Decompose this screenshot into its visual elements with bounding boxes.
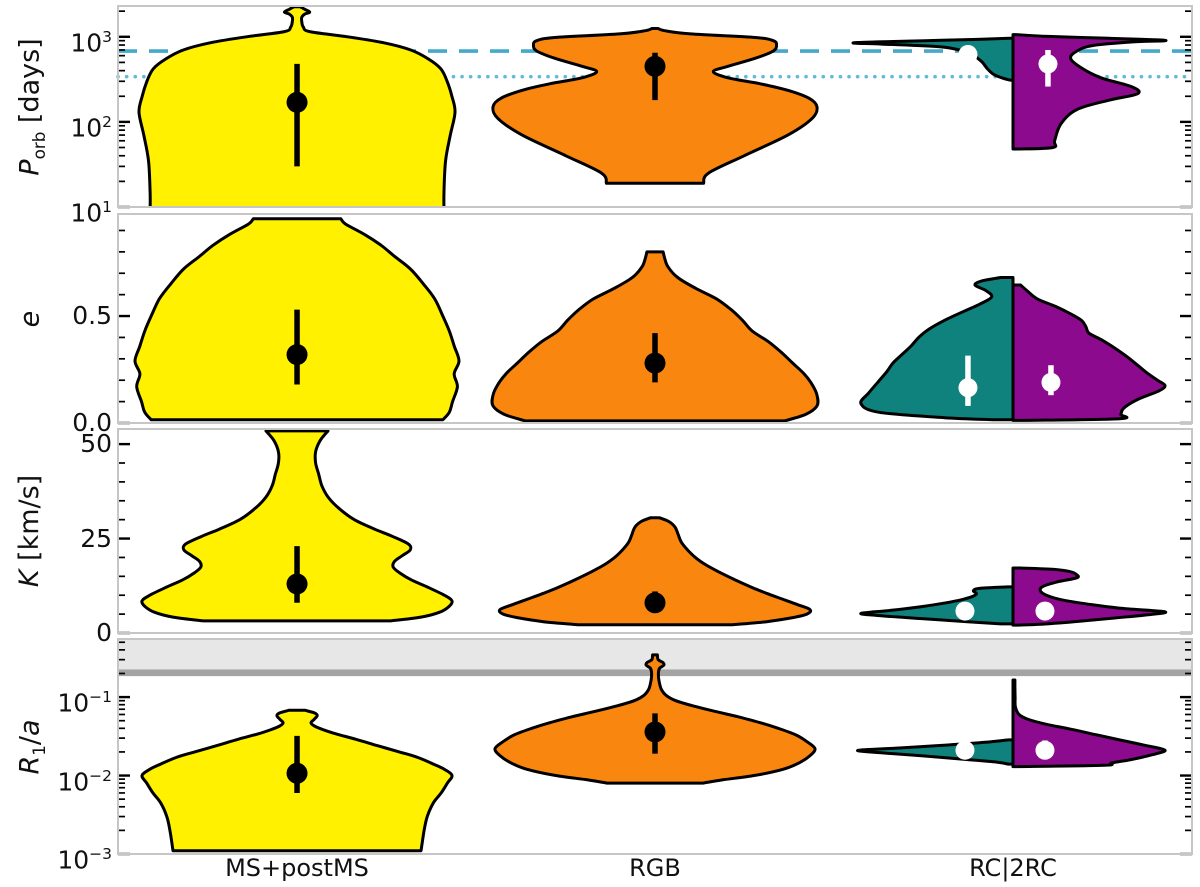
median-dot — [286, 344, 308, 366]
y-tick-label-porb: 103 — [70, 27, 112, 58]
y-axis-label-kamp: K [km/s] — [14, 474, 45, 588]
x-tick-label-rc-2rc: RC|2RC — [969, 854, 1057, 882]
y-axis-label-porb: Porb [days] — [14, 37, 49, 176]
y-axis-label-r1a: R1/a — [14, 718, 49, 775]
y-tick-label-ecc: 0.5 — [72, 301, 112, 331]
median-dot — [1038, 54, 1058, 74]
median-dot — [286, 762, 308, 784]
y-tick-label-kamp: 0 — [96, 618, 112, 647]
y-tick-label-kamp: 50 — [80, 429, 112, 459]
median-dot — [644, 592, 666, 614]
x-tick-label-ms-postms: MS+postMS — [225, 854, 369, 882]
median-dot — [958, 44, 978, 64]
median-dot — [286, 91, 308, 113]
y-axis-label-ecc: e — [14, 310, 45, 327]
violin-kamp-left — [859, 585, 1015, 626]
median-dot — [1035, 740, 1055, 760]
y-tick-label-r1a: 10−3 — [57, 845, 112, 875]
violin-kamp-full — [497, 516, 813, 627]
y-tick-label-r1a: 10−2 — [57, 766, 112, 796]
median-dot — [955, 601, 975, 621]
y-tick-label-kamp: 25 — [80, 523, 112, 553]
y-tick-label-porb: 102 — [70, 112, 112, 143]
violin-kamp-full — [140, 429, 454, 623]
y-tick-label-r1a: 10−1 — [57, 688, 112, 718]
y-tick-label-porb: 101 — [70, 198, 112, 228]
violin-porb-full — [491, 27, 819, 185]
median-dot — [644, 55, 666, 77]
median-dot — [286, 573, 308, 595]
y-tick-label-ecc: 0.0 — [72, 408, 112, 437]
x-tick-label-rgb: RGB — [629, 854, 681, 882]
median-dot — [644, 721, 666, 743]
median-dot — [644, 352, 666, 374]
median-dot — [1041, 372, 1061, 392]
median-dot — [958, 378, 978, 398]
median-dot — [1035, 601, 1055, 621]
median-dot — [955, 740, 975, 760]
